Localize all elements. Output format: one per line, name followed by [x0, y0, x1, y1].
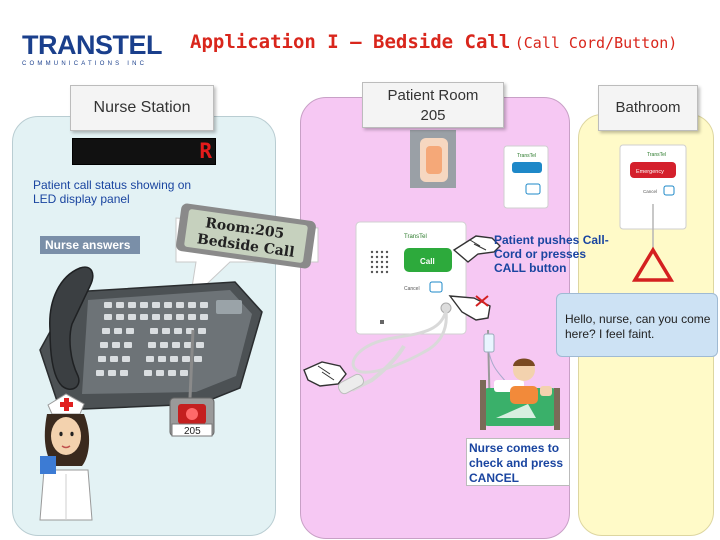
page-title: Application I – Bedside Call (Call Cord/… — [190, 31, 677, 53]
bedside-call-panel-icon: TransTel Call Cancel — [355, 221, 467, 335]
call-cord-icon — [337, 309, 448, 395]
patient-bed-icon — [480, 329, 560, 430]
bathroom-label: Bathroom — [598, 85, 698, 131]
hand-pointer-icon — [452, 235, 501, 263]
svg-text:Emergency: Emergency — [636, 169, 664, 175]
logo-word-tel: TEL — [112, 30, 163, 60]
svg-text:Call: Call — [420, 257, 435, 266]
nurse-cancel-note: Nurse comes to check and press CANCEL — [466, 438, 570, 486]
cancel-button[interactable] — [429, 281, 443, 293]
nurse-station-label: Nurse Station — [70, 85, 214, 131]
svg-text:Cancel: Cancel — [643, 189, 657, 194]
led-status-note: Patient call status showing on LED displ… — [33, 178, 192, 206]
corridor-lamp-icon: 205 — [169, 329, 215, 437]
patient-pushes-note: Patient pushes Call-Cord or presses CALL… — [494, 233, 609, 275]
transtel-logo: TRANSTEL COMMUNICATIONS INC — [22, 30, 162, 80]
logo-subline: COMMUNICATIONS INC — [22, 61, 148, 67]
title-paren: (Call Cord/Button) — [514, 34, 678, 52]
led-display-char: R — [199, 139, 212, 163]
pull-cord-icon — [631, 204, 675, 282]
nurse-answers-note: Nurse answers — [40, 236, 140, 254]
svg-text:TransTel: TransTel — [517, 153, 536, 159]
nurse-icon — [39, 393, 93, 521]
hand-pointer-cancel-icon — [448, 295, 491, 321]
room-wall-lamp-icon — [410, 130, 456, 188]
title-main: Application I – Bedside Call — [190, 31, 511, 53]
call-button[interactable] — [404, 248, 452, 272]
patient-speech-bubble: Hello, nurse, can you come here? I feel … — [556, 293, 718, 357]
patient-room-label-line1: Patient Room — [387, 87, 479, 104]
svg-text:Cancel: Cancel — [404, 286, 420, 292]
phone-lcd-screen: Room:205 Bedside Call — [176, 203, 316, 269]
logo-word-trans: TRANS — [22, 30, 113, 60]
lamp-room-number: 205 — [184, 426, 201, 437]
svg-text:TransTel: TransTel — [647, 152, 666, 158]
patient-room-label-line2: 205 — [420, 107, 446, 124]
patient-room-label: Patient Room 205 — [362, 82, 504, 128]
svg-text:TransTel: TransTel — [404, 234, 427, 240]
led-display-panel: R — [72, 138, 216, 165]
desk-phone-icon — [39, 266, 263, 411]
hand-pointer-cord-icon — [303, 361, 347, 387]
small-call-panel-icon: TransTel — [503, 145, 549, 209]
